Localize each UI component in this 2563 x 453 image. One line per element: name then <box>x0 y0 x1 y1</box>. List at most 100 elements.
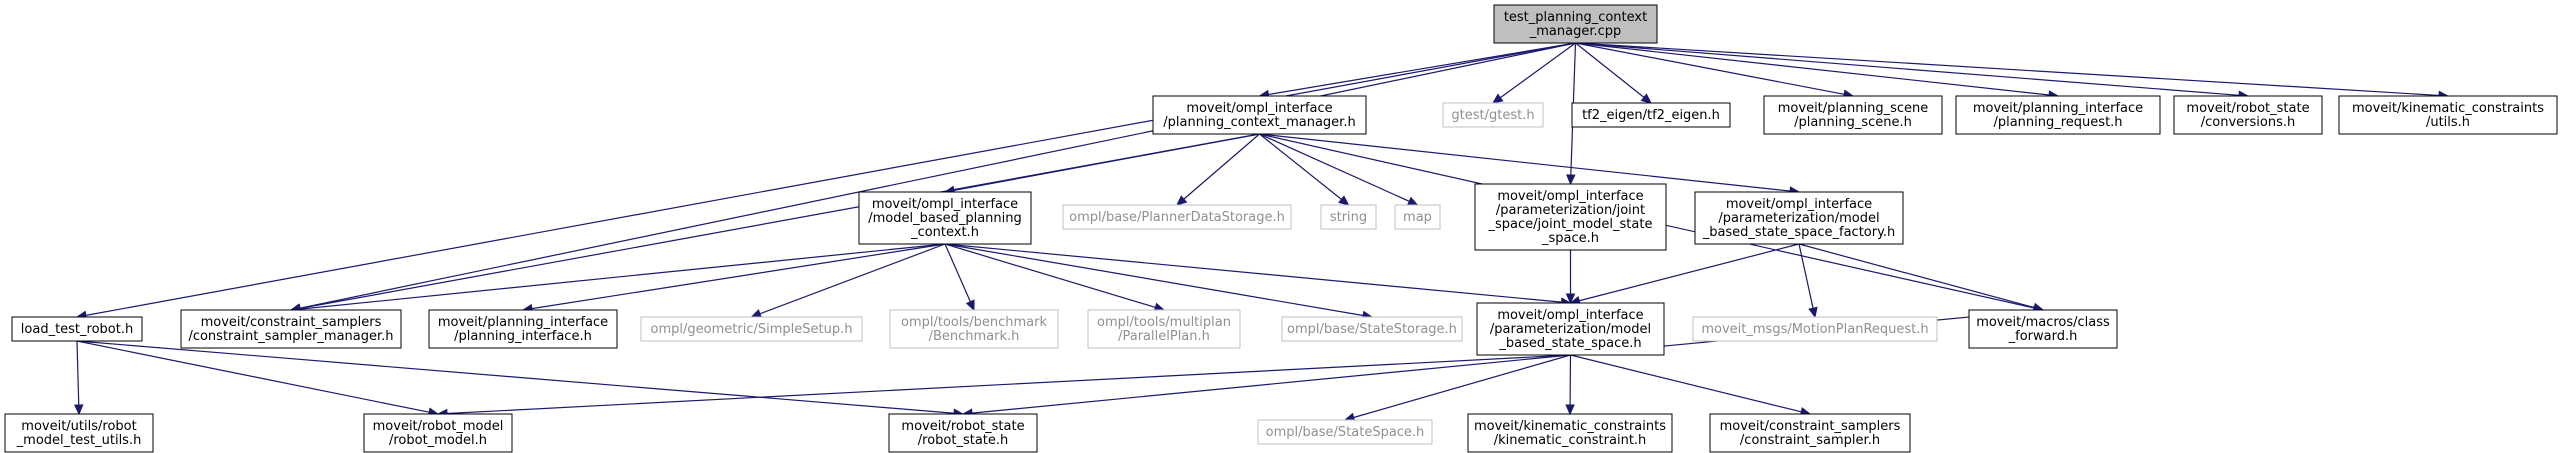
node-ltr[interactable]: load_test_robot.h <box>11 316 143 342</box>
node-box <box>1476 302 1665 356</box>
edge-pcm-to-pds <box>1176 133 1260 206</box>
node-label-line: moveit/ompl_interface <box>1497 308 1643 323</box>
node-label-line: ompl/base/StateStorage.h <box>1287 322 1457 337</box>
node-label-line: moveit/kinematic_constraints <box>1474 419 1666 434</box>
node-box <box>640 316 863 342</box>
node-sspace: ompl/base/StateSpace.h <box>1257 419 1433 445</box>
node-label-line: test_planning_context <box>1504 10 1647 25</box>
node-pi[interactable]: moveit/planning_interface/planning_inter… <box>428 309 618 349</box>
edge-mbss-to-rs <box>961 354 1571 418</box>
node-label-line: /planning_interface.h <box>454 329 592 344</box>
node-label-line: _context.h <box>910 225 979 240</box>
arrowhead-icon <box>73 404 84 416</box>
node-kc[interactable]: moveit/kinematic_constraints/kinematic_c… <box>1467 413 1673 453</box>
node-rm[interactable]: moveit/robot_model/robot_model.h <box>363 413 513 453</box>
node-rmtu[interactable]: moveit/utils/robot_model_test_utils.h <box>4 413 154 453</box>
node-label-line: moveit/planning_interface <box>1973 101 2143 116</box>
node-box <box>1571 102 1731 128</box>
edge-mbpc-to-ss <box>750 243 946 319</box>
node-rsconv[interactable]: moveit/robot_state/conversions.h <box>2173 95 2323 135</box>
arrowhead-icon <box>1640 93 1652 104</box>
node-box <box>11 316 143 342</box>
edge-mbpc-to-bench <box>944 243 975 312</box>
node-label-line: moveit/planning_scene <box>1778 101 1928 116</box>
node-box <box>4 413 154 453</box>
node-box <box>1474 183 1667 251</box>
node-mbssf[interactable]: moveit/ompl_interface/parameterization/m… <box>1694 191 1904 245</box>
node-pcm[interactable]: moveit/ompl_interface/planning_context_m… <box>1152 95 1367 135</box>
node-label-line: /robot_model.h <box>389 433 487 448</box>
node-label-line: /robot_state.h <box>918 433 1009 448</box>
node-box <box>1320 204 1377 230</box>
edge-root-to-preq <box>1575 42 2060 100</box>
node-root[interactable]: test_planning_context_manager.cpp <box>1493 4 1658 44</box>
node-label-line: moveit/ompl_interface <box>1186 101 1332 116</box>
node-label-line: moveit/macros/class <box>1976 315 2110 330</box>
node-layer: test_planning_context_manager.cpp moveit/… <box>4 4 2558 453</box>
node-label-line: moveit/robot_state <box>901 419 1024 434</box>
edge-root-to-tf2 <box>1575 42 1652 104</box>
node-label-line: moveit/utils/robot <box>21 419 136 434</box>
node-jss[interactable]: moveit/ompl_interface/parameterization/j… <box>1474 183 1667 251</box>
node-label-line: /parameterization/model <box>1490 322 1651 337</box>
node-label-line: /parameterization/model <box>1718 211 1879 226</box>
arrowhead-icon <box>965 299 975 312</box>
node-box <box>1968 309 2118 349</box>
node-csm[interactable]: moveit/constraint_samplers/constraint_sa… <box>180 309 402 349</box>
node-label-line: /planning_scene.h <box>1794 115 1912 130</box>
edge-ltr-to-rm <box>76 340 440 417</box>
node-label-line: /planning_context_manager.h <box>1163 115 1355 130</box>
node-box <box>180 309 402 349</box>
node-pds: ompl/base/PlannerDataStorage.h <box>1062 204 1292 230</box>
node-label-line: ompl/tools/multiplan <box>1097 315 1231 330</box>
node-pp: ompl/tools/multiplan/ParallelPlan.h <box>1087 309 1241 349</box>
node-box <box>888 413 1038 453</box>
node-label-line: tf2_eigen/tf2_eigen.h <box>1582 108 1720 123</box>
arrowhead-icon <box>1492 93 1504 104</box>
node-label-line: moveit/ompl_interface <box>1497 189 1643 204</box>
node-label-line: /parameterization/joint <box>1496 203 1645 218</box>
node-rs[interactable]: moveit/robot_state/robot_state.h <box>888 413 1038 453</box>
node-box <box>2338 95 2558 135</box>
node-label-line: /planning_request.h <box>1993 115 2122 130</box>
node-label-line: moveit/planning_interface <box>438 315 608 330</box>
node-box <box>889 309 1059 349</box>
node-pscene[interactable]: moveit/planning_scene/planning_scene.h <box>1763 95 1943 135</box>
node-cs[interactable]: moveit/constraint_samplers/constraint_sa… <box>1709 413 1911 453</box>
edge-ltr-to-rmtu <box>73 340 84 416</box>
node-label-line: moveit/ompl_interface <box>1726 197 1872 212</box>
node-box <box>1087 309 1241 349</box>
node-label-line: ompl/geometric/SimpleSetup.h <box>651 322 853 337</box>
edge-root-to-gtest <box>1492 42 1576 104</box>
arrowhead-icon <box>750 309 763 319</box>
node-label-line: ompl/base/PlannerDataStorage.h <box>1069 210 1285 225</box>
node-label-line: _model_test_utils.h <box>16 433 142 448</box>
node-preq[interactable]: moveit/planning_interface/planning_reque… <box>1955 95 2161 135</box>
node-kcutils[interactable]: moveit/kinematic_constraints/utils.h <box>2338 95 2558 135</box>
node-label-line: _based_state_space.h <box>1498 336 1641 351</box>
node-ss: ompl/geometric/SimpleSetup.h <box>640 316 863 342</box>
edge-root-to-csm <box>289 42 1576 313</box>
node-box <box>428 309 618 349</box>
node-label-line: moveit_msgs/MotionPlanRequest.h <box>1701 322 1928 337</box>
node-label-line: _space/joint_model_state <box>1488 217 1653 232</box>
node-mbss[interactable]: moveit/ompl_interface/parameterization/m… <box>1476 302 1665 356</box>
arrowhead-icon <box>1406 196 1419 206</box>
node-label-line: ompl/tools/benchmark <box>901 315 1047 330</box>
node-label-line: moveit/constraint_samplers <box>1720 419 1901 434</box>
node-box <box>1062 204 1292 230</box>
edge-mbss-to-rm <box>436 354 1571 419</box>
node-cf[interactable]: moveit/macros/class_forward.h <box>1968 309 2118 349</box>
node-map: map <box>1394 204 1441 230</box>
node-tf2[interactable]: tf2_eigen/tf2_eigen.h <box>1571 102 1731 128</box>
node-label-line: map <box>1403 210 1432 225</box>
node-label-line: gtest/gtest.h <box>1451 108 1534 123</box>
node-label-line: /kinematic_constraint.h <box>1494 433 1647 448</box>
node-label-line: _manager.cpp <box>1529 24 1622 39</box>
node-label-line: ompl/base/StateSpace.h <box>1266 425 1425 440</box>
edge-mbss-to-cs <box>1570 354 1812 417</box>
node-string: string <box>1320 204 1377 230</box>
node-label-line: /model_based_planning <box>868 211 1022 226</box>
node-mbpc[interactable]: moveit/ompl_interface/model_based_planni… <box>858 191 1032 245</box>
